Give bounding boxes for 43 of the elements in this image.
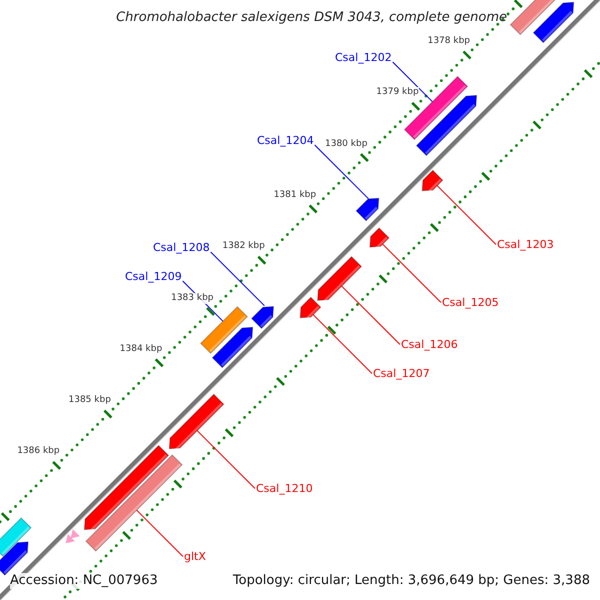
gene-label: Csal_1210 — [256, 482, 313, 495]
gene-feature — [250, 306, 274, 330]
gene-label: Csal_1206 — [401, 338, 458, 351]
tick-label: 1378 kbp — [428, 36, 470, 47]
gene-feature — [532, 2, 574, 44]
leader-line — [196, 430, 256, 489]
leader-line — [314, 144, 369, 200]
tick-label: 1382 kbp — [222, 241, 265, 252]
tick-label: 1380 kbp — [325, 138, 368, 150]
leader-line — [436, 185, 496, 245]
tick-label: 1381 kbp — [274, 190, 316, 201]
gene-feature — [404, 76, 468, 140]
gene-feature — [84, 444, 170, 534]
leader-line — [210, 252, 265, 306]
gene-feature — [85, 454, 183, 552]
gene-label: Csal_1203 — [497, 238, 554, 251]
gene-feature — [66, 529, 80, 544]
gene-feature — [369, 227, 390, 251]
tick-label: 1384 kbp — [120, 344, 162, 355]
tick-label: 1383 kbp — [171, 292, 214, 304]
tick-label: 1386 kbp — [17, 446, 60, 458]
gene-label: Csal_1204 — [257, 134, 314, 147]
leader-line — [312, 314, 372, 374]
gene-feature — [0, 517, 32, 557]
gene-feature — [0, 541, 29, 576]
gene-label: Csal_1202 — [335, 51, 392, 64]
gene-label: Csal_1205 — [442, 296, 499, 309]
gene-label: Csal_1208 — [153, 241, 210, 254]
gene-feature — [356, 198, 380, 222]
genome-title: Chromohalobacter salexigens DSM 3043, complete genome — [116, 10, 507, 26]
tick-label: 1385 kbp — [68, 395, 111, 406]
leader-line — [382, 244, 442, 303]
gene-feature — [510, 0, 556, 36]
gene-label: gltX — [184, 550, 206, 563]
leader-line — [392, 62, 433, 102]
gene-feature — [416, 94, 478, 156]
tick-label: 1379 kbp — [376, 87, 419, 98]
gene-feature — [200, 306, 248, 354]
gene-label: Csal_1207 — [373, 367, 430, 380]
leader-line — [341, 286, 400, 345]
gene-label: Csal_1209 — [125, 270, 182, 283]
genome-stats: Topology: circular; Length: 3,696,649 bp; Genes: 3,388 — [232, 573, 590, 589]
gene-feature — [212, 326, 254, 368]
